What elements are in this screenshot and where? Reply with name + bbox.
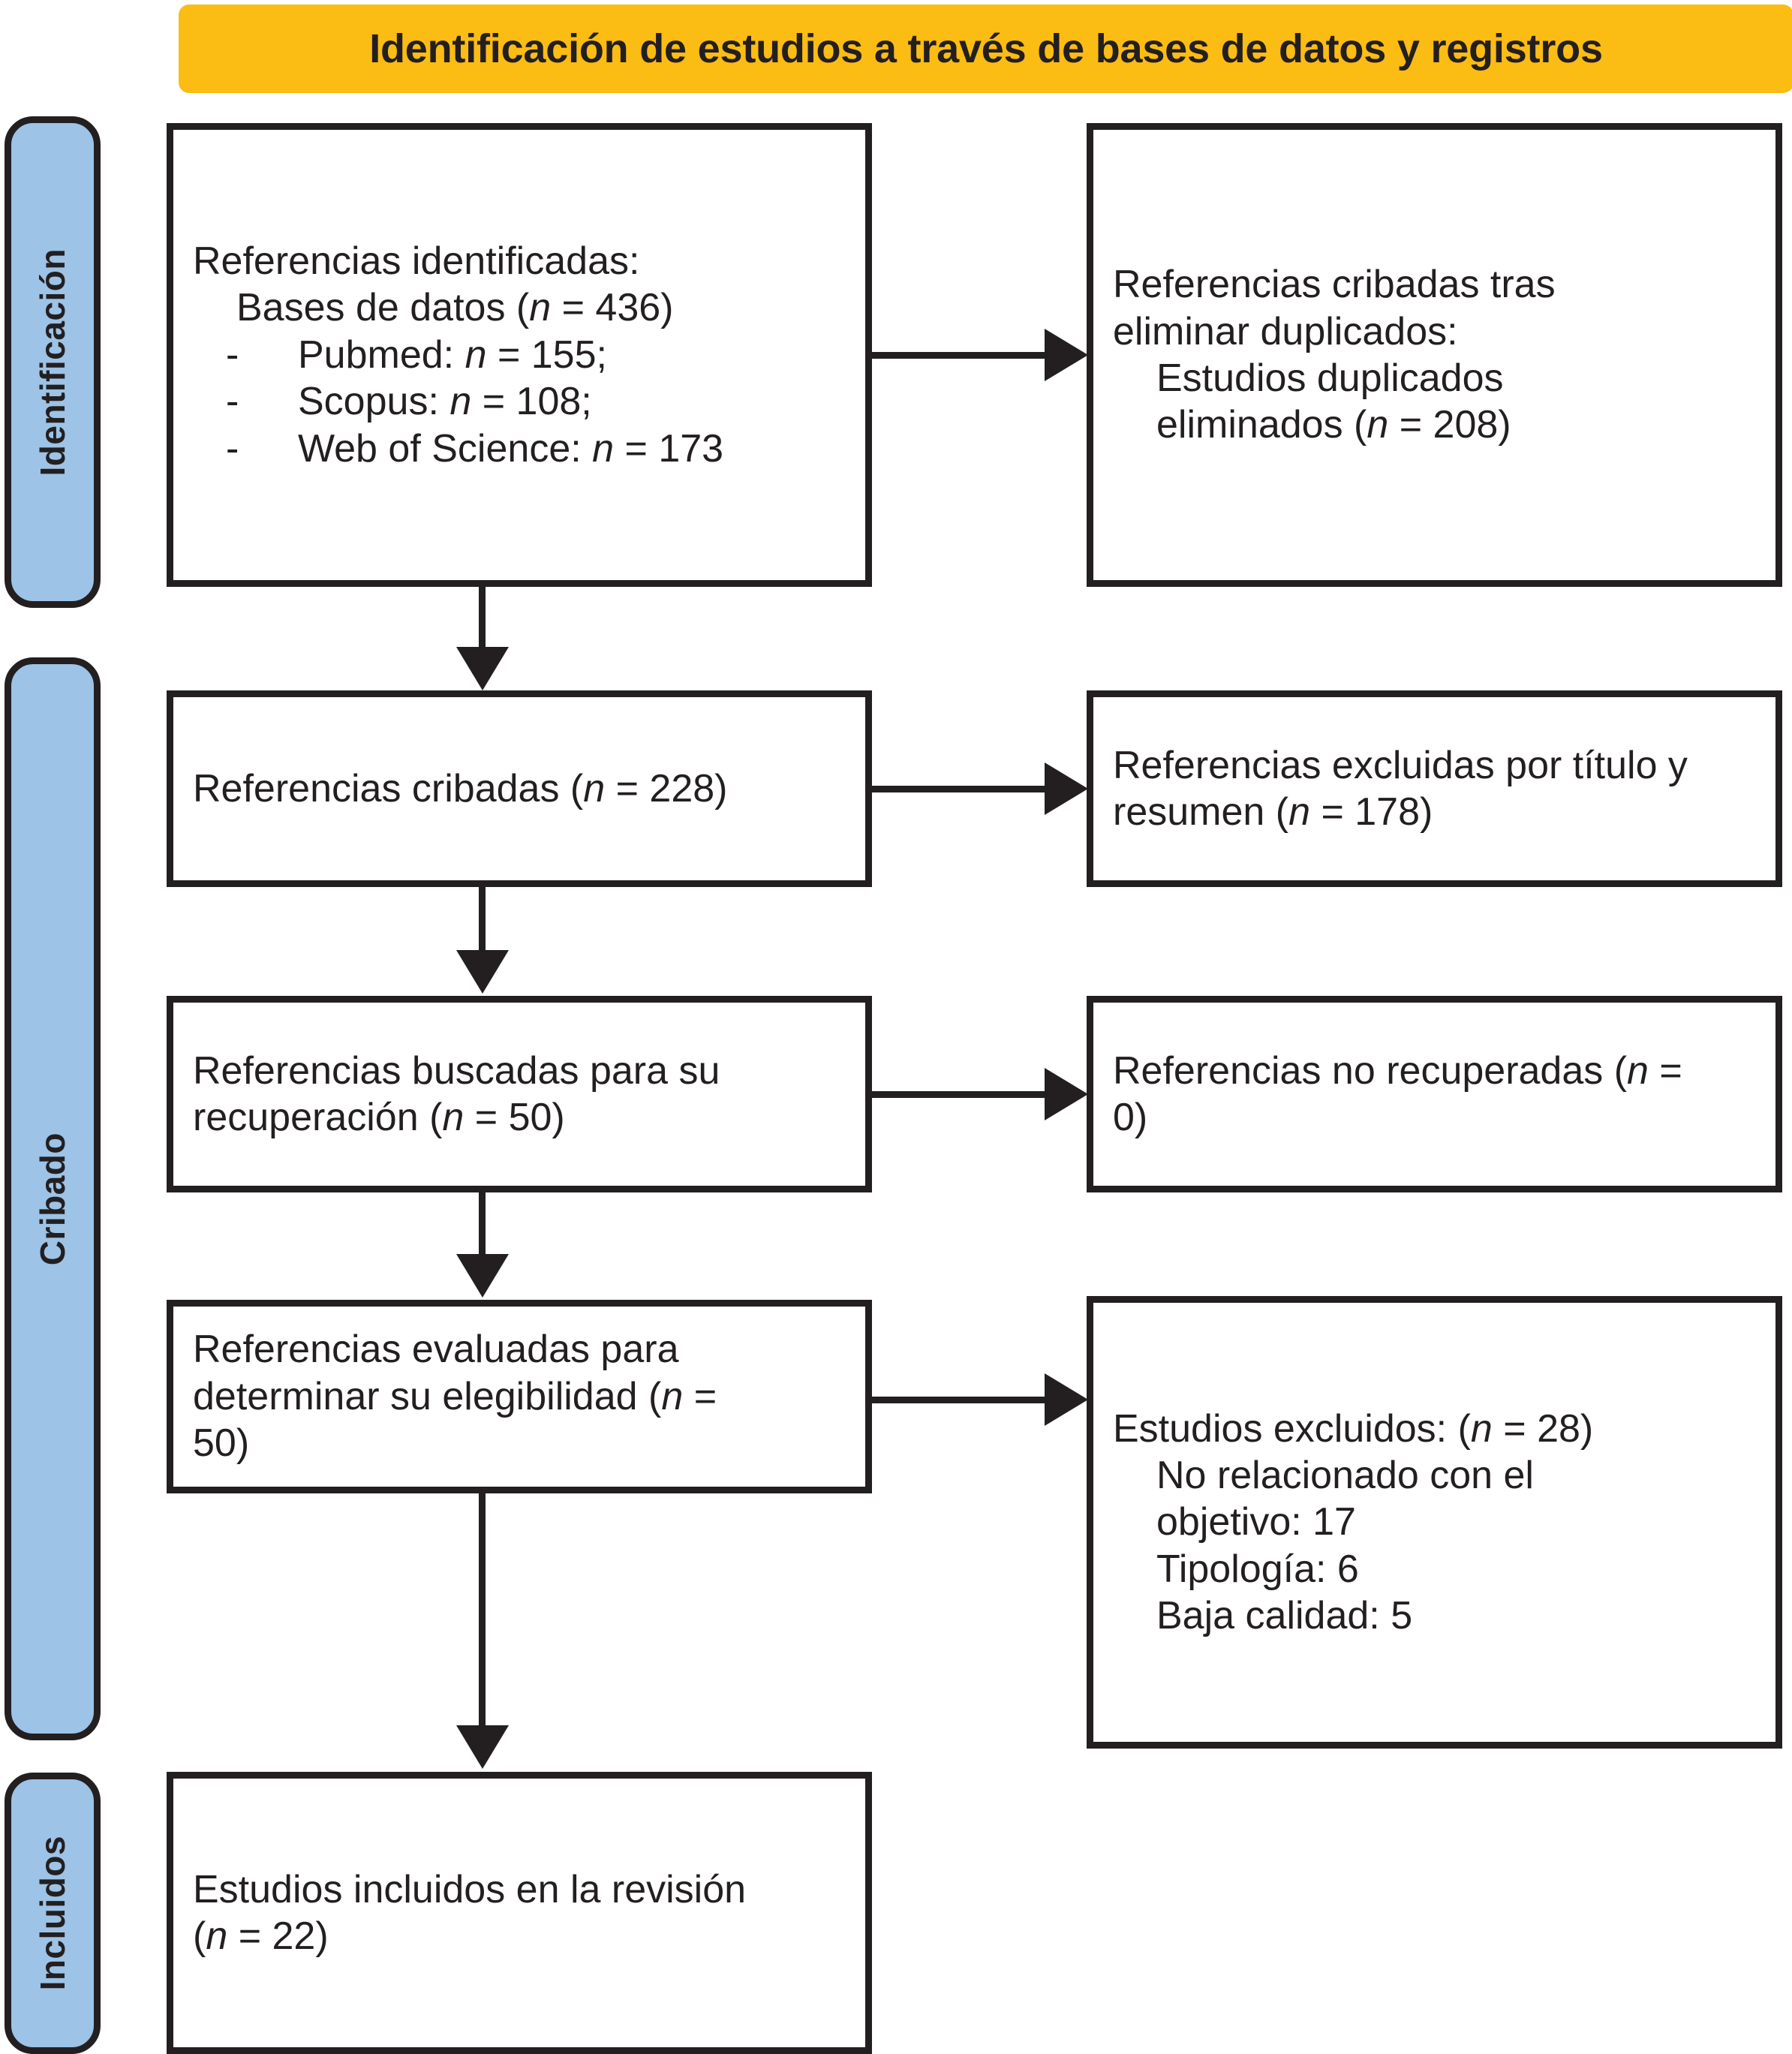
box-studies-excluded: Estudios excluidos: (n = 28) No relacion… [1087, 1296, 1782, 1749]
box-references-not-retrieved: Referencias no recuperadas (n = 0) [1087, 996, 1782, 1192]
included-line1: Estudios incluidos en la revisión [193, 1867, 747, 1911]
sought-line1: Referencias buscadas para su [193, 1048, 720, 1093]
not-retrieved-line2: 0) [1113, 1096, 1148, 1139]
connector-sought-to-not-retrieved [872, 1091, 1046, 1098]
excluded-ta-line1: Referencias excluidas por título y [1113, 743, 1688, 787]
phase-label-incluidos: Incluidos [33, 1836, 72, 1991]
excluded-studies-reason3: Baja calidad: 5 [1156, 1594, 1413, 1638]
box-references-identified: Referencias identificadas: Bases de dato… [167, 123, 872, 587]
box-references-screened: Referencias cribadas (n = 228) [167, 690, 872, 887]
duplicates-line2: eliminar duplicados: [1113, 309, 1458, 353]
connector-screened-to-sought [479, 887, 486, 953]
arrowhead-sought-to-assessed [456, 1254, 509, 1298]
box-references-identified-text: Referencias identificadas: Bases de dato… [173, 238, 865, 472]
identified-item-wos: -Web of Science: n = 173 [226, 426, 724, 471]
box-references-assessed-text: Referencias evaluadas para determinar su… [173, 1326, 865, 1466]
connector-screened-to-excluded [872, 786, 1046, 792]
assessed-line2: determinar su elegibilidad (n = [193, 1374, 717, 1418]
connector-identified-to-duplicates [872, 352, 1046, 359]
box-references-screened-text: Referencias cribadas (n = 228) [173, 765, 865, 812]
box-duplicates-removed: Referencias cribadas tras eliminar dupli… [1087, 123, 1782, 587]
sought-line2: recuperación (n = 50) [193, 1096, 565, 1139]
duplicates-line3: Estudios duplicados [1156, 356, 1504, 400]
excluded-studies-line1: Estudios excluidos: (n = 28) [1113, 1406, 1594, 1451]
phase-identificacion: Identificación [5, 116, 101, 608]
box-excluded-title-abstract-text: Referencias excluidas por título y resum… [1093, 742, 1775, 836]
arrowhead-assessed-to-excluded-studies [1045, 1373, 1088, 1426]
arrowhead-screened-to-excluded [1045, 762, 1088, 815]
phase-label-cribado: Cribado [33, 1132, 72, 1266]
box-excluded-title-abstract: Referencias excluidas por título y resum… [1087, 690, 1782, 887]
screened-line1: Referencias cribadas (n = 228) [193, 766, 728, 810]
box-references-not-retrieved-text: Referencias no recuperadas (n = 0) [1093, 1048, 1775, 1141]
box-studies-excluded-text: Estudios excluidos: (n = 28) No relacion… [1093, 1406, 1775, 1640]
box-references-assessed: Referencias evaluadas para determinar su… [167, 1300, 872, 1493]
box-references-sought-text: Referencias buscadas para su recuperació… [173, 1048, 865, 1141]
arrowhead-sought-to-not-retrieved [1045, 1068, 1088, 1120]
box-references-sought: Referencias buscadas para su recuperació… [167, 996, 872, 1192]
box-duplicates-removed-text: Referencias cribadas tras eliminar dupli… [1093, 261, 1775, 449]
duplicates-line1: Referencias cribadas tras [1113, 263, 1556, 307]
identified-item-scopus: -Scopus: n = 108; [226, 380, 592, 424]
connector-identified-to-screened [479, 587, 486, 651]
excluded-ta-line2: resumen (n = 178) [1113, 790, 1433, 834]
arrowhead-identified-to-screened [456, 647, 509, 690]
not-retrieved-line1: Referencias no recuperadas (n = [1113, 1048, 1682, 1093]
phase-cribado: Cribado [5, 657, 101, 1740]
excluded-studies-reason1a: No relacionado con el [1156, 1453, 1534, 1497]
connector-sought-to-assessed [479, 1192, 486, 1257]
arrowhead-assessed-to-included [456, 1725, 509, 1769]
page-title: Identificación de estudios a través de b… [369, 26, 1603, 71]
identified-item-pubmed: -Pubmed: n = 155; [226, 332, 607, 377]
header-banner: Identificación de estudios a través de b… [179, 5, 1792, 93]
arrowhead-identified-to-duplicates [1045, 329, 1088, 381]
connector-assessed-to-excluded-studies [872, 1397, 1046, 1403]
included-line2: (n = 22) [193, 1914, 329, 1958]
box-studies-included: Estudios incluidos en la revisión (n = 2… [167, 1772, 872, 2054]
excluded-studies-reason2: Tipología: 6 [1156, 1547, 1359, 1591]
assessed-line3: 50) [193, 1421, 250, 1466]
phase-incluidos: Incluidos [5, 1773, 101, 2054]
duplicates-line4: eliminados (n = 208) [1156, 403, 1511, 447]
excluded-studies-reason1b: objetivo: 17 [1156, 1500, 1356, 1544]
arrowhead-screened-to-sought [456, 950, 509, 994]
connector-assessed-to-included [479, 1493, 486, 1728]
phase-label-identificacion: Identificación [33, 248, 72, 477]
identified-line2: Bases de datos (n = 436) [236, 286, 674, 330]
assessed-line1: Referencias evaluadas para [193, 1328, 679, 1372]
box-studies-included-text: Estudios incluidos en la revisión (n = 2… [173, 1866, 865, 1960]
identified-line1: Referencias identificadas: [193, 239, 640, 284]
